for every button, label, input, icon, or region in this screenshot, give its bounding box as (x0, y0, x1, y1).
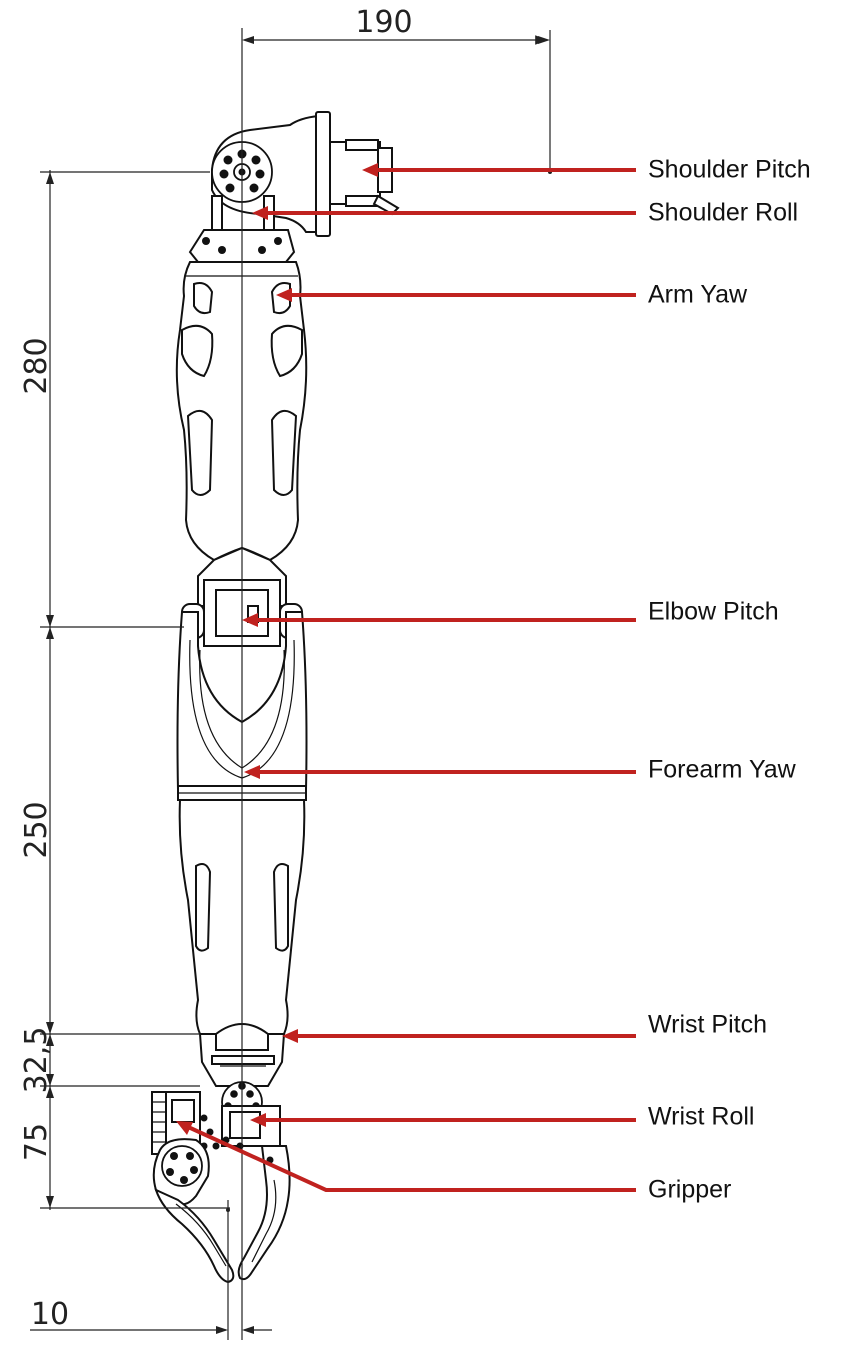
gripper-assembly (151, 1091, 291, 1284)
offset-value: 10 (31, 1297, 69, 1332)
arm-drawing (151, 111, 400, 1284)
wrist-length-value: 32,5 (19, 1027, 54, 1094)
label-shoulder-pitch: Shoulder Pitch (648, 156, 811, 184)
upper-arm-length-value: 280 (19, 337, 54, 394)
label-shoulder-roll: Shoulder Roll (648, 199, 798, 227)
joint-labels: Shoulder Pitch Shoulder Roll Arm Yaw Elb… (648, 156, 811, 1204)
top-width-value: 190 (355, 5, 412, 40)
wrist-roll-actuator (221, 1081, 281, 1150)
label-elbow-pitch: Elbow Pitch (648, 598, 779, 626)
shoulder-pitch-actuator (211, 111, 400, 237)
callout-arrows (176, 163, 636, 1192)
forearm-length-value: 250 (19, 801, 54, 858)
elbow-actuator (181, 546, 303, 647)
label-wrist-roll: Wrist Roll (648, 1103, 754, 1131)
gripper-arrow (185, 1124, 636, 1192)
hand-length-value: 75 (19, 1123, 54, 1161)
label-arm-yaw: Arm Yaw (648, 281, 748, 309)
label-wrist-pitch: Wrist Pitch (648, 1011, 767, 1039)
dimension-lines (30, 28, 552, 1340)
label-gripper: Gripper (648, 1176, 731, 1204)
label-forearm-yaw: Forearm Yaw (648, 756, 797, 784)
